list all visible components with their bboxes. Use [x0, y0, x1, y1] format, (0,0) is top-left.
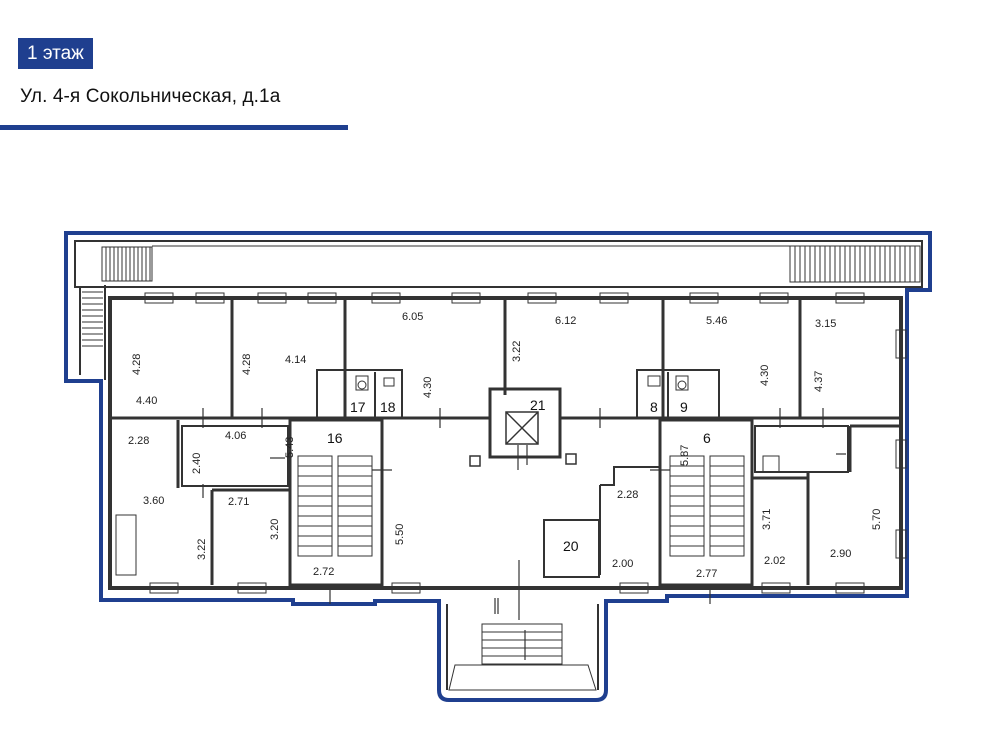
dimension-label: 2.40 — [191, 453, 203, 474]
dimension-labels: 4.28 4.40 4.28 4.14 6.05 4.30 6.12 3.22 … — [128, 311, 883, 580]
door-markers — [202, 408, 846, 660]
dimension-label: 3.15 — [815, 318, 836, 330]
dimension-label: 6.12 — [555, 315, 576, 327]
wc-fixtures — [355, 375, 780, 473]
dimension-label: 4.14 — [285, 354, 306, 366]
dimension-label: 2.02 — [764, 555, 785, 567]
dimension-label: 2.28 — [128, 435, 149, 447]
dimension-label: 4.30 — [759, 365, 771, 386]
floor-label: 1 этаж — [18, 38, 93, 69]
dimension-label: 5.43 — [284, 437, 296, 458]
room-number: 16 — [327, 430, 343, 446]
dimension-label: 5.50 — [394, 524, 406, 545]
address-title: Ул. 4-я Сокольническая, д.1а — [20, 86, 281, 107]
dimension-label: 3.71 — [761, 509, 773, 530]
dimension-label: 3.22 — [196, 539, 208, 560]
dimension-label: 5.87 — [679, 445, 691, 466]
dimension-label: 2.77 — [696, 568, 717, 580]
room-number: 8 — [650, 399, 658, 415]
outer-stairs — [82, 245, 921, 347]
dimension-label: 2.28 — [617, 489, 638, 501]
dimension-label: 2.72 — [313, 566, 334, 578]
interior-walls — [108, 296, 903, 590]
room-number: 17 — [350, 399, 366, 415]
dimension-label: 4.37 — [813, 371, 825, 392]
dimension-label: 5.70 — [871, 509, 883, 530]
columns — [469, 453, 577, 467]
elevator-shaft — [505, 411, 539, 445]
room-number: 9 — [680, 399, 688, 415]
dimension-label: 4.40 — [136, 395, 157, 407]
terrace-walls — [74, 240, 923, 380]
windows — [115, 292, 907, 594]
room-number: 20 — [563, 538, 579, 554]
stair-treads — [297, 455, 745, 691]
title-underline — [0, 125, 348, 130]
dimension-label: 2.90 — [830, 548, 851, 560]
dimension-label: 2.71 — [228, 496, 249, 508]
dimension-label: 3.22 — [511, 341, 523, 362]
room-number: 21 — [530, 397, 546, 413]
room-number: 6 — [703, 430, 711, 446]
dimension-label: 2.00 — [612, 558, 633, 570]
dimension-label: 4.30 — [422, 377, 434, 398]
building-outline — [64, 231, 932, 702]
dimension-label: 3.20 — [269, 519, 281, 540]
dimension-label: 5.46 — [706, 315, 727, 327]
dimension-label: 4.06 — [225, 430, 246, 442]
room-number: 18 — [380, 399, 396, 415]
dimension-label: 3.60 — [143, 495, 164, 507]
dimension-label: 4.28 — [241, 354, 253, 375]
room-numbers: 17 18 21 8 9 16 6 20 — [327, 397, 711, 554]
dimension-label: 6.05 — [402, 311, 423, 323]
dimension-label: 4.28 — [131, 354, 143, 375]
